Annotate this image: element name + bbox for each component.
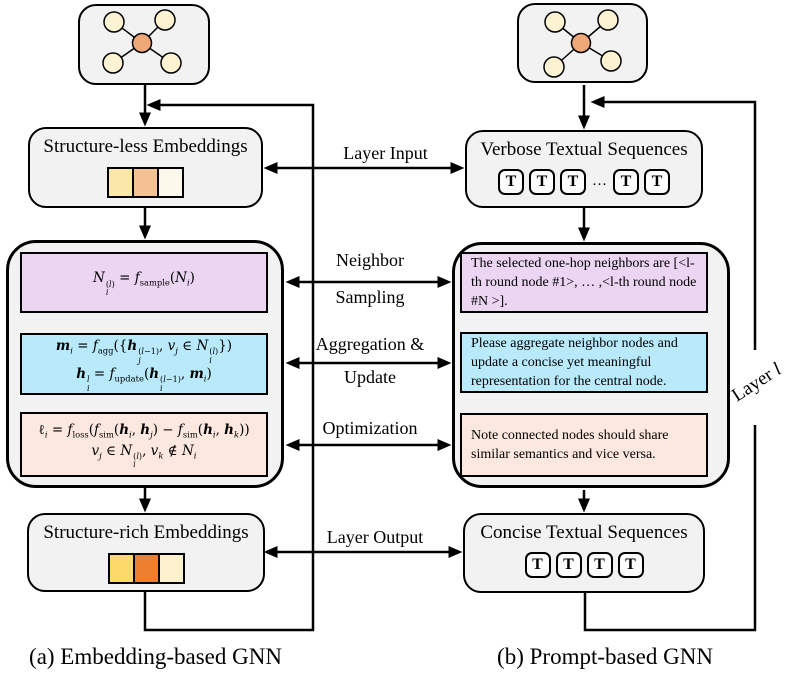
feedback-loop-right-top	[590, 96, 757, 350]
graph-node-outer	[600, 50, 622, 72]
embedding-cell	[107, 166, 134, 198]
sampling-prompt-box: The selected one-hop neighbors are [<l-t…	[460, 252, 708, 313]
structure-less-embeddings-box: Structure-less Embeddings	[28, 127, 263, 208]
layer-input-label: Layer Input	[343, 143, 428, 163]
graph-node-outer	[543, 56, 565, 78]
embedding-vector	[29, 552, 263, 584]
structure-rich-embeddings-box: Structure-rich Embeddings	[27, 513, 265, 592]
graph-node-center	[131, 32, 153, 54]
token-chip: T	[617, 551, 644, 578]
token-ellipsis: …	[592, 173, 607, 190]
concise-textual-sequences-box: Concise Textual Sequences T T T T	[463, 513, 705, 593]
graph-node-outer	[102, 52, 124, 74]
graph-icon-box-right	[517, 3, 648, 83]
token-chip: T	[560, 168, 586, 195]
embedding-cell	[157, 166, 184, 198]
embedding-cell	[132, 166, 159, 198]
concise-title: Concise Textual Sequences	[480, 522, 688, 543]
optimization-prompt-box: Note connected nodes should share simila…	[460, 413, 708, 477]
token-chip: T	[644, 168, 670, 195]
verbose-title: Verbose Textual Sequences	[480, 139, 688, 160]
graph-icon	[102, 9, 182, 74]
verbose-textual-sequences-box: Verbose Textual Sequences T T T … T T	[465, 130, 703, 208]
neighbor-sampling-label-line2: Sampling	[335, 287, 405, 307]
optimization-label: Optimization	[322, 418, 418, 438]
graph-node-outer	[103, 11, 125, 33]
caption-prompt-based-gnn: (b) Prompt-based GNN	[497, 644, 713, 669]
token-sequence: T T T … T T	[467, 168, 701, 195]
token-chip: T	[555, 551, 582, 578]
graph-node-outer	[544, 11, 566, 33]
prompt-aggregation-text: Please aggregate neighbor nodes and upda…	[471, 335, 678, 390]
embedding-cell	[157, 552, 185, 584]
aggregation-update-label-line1: Aggregation &	[315, 334, 425, 354]
feedback-loop-right-bottom	[583, 425, 757, 632]
graph-icon	[543, 9, 622, 78]
graph-node-outer	[154, 9, 176, 31]
token-chip: T	[586, 551, 613, 578]
graph-node-outer	[597, 9, 619, 31]
layer-output-label: Layer Output	[326, 527, 424, 547]
structure-rich-title: Structure-rich Embeddings	[43, 522, 249, 543]
prompt-sampling-text: The selected one-hop neighbors are [<l-t…	[471, 255, 697, 310]
graph-icon-box-left	[78, 4, 210, 85]
formula-aggregation-1: mi = fagg({h(l−1)j, vj ∈ N(l)i})	[55, 337, 233, 365]
graph-node-center	[570, 32, 592, 54]
token-chip: T	[524, 551, 551, 578]
aggregation-prompt-box: Please aggregate neighbor nodes and upda…	[460, 332, 708, 393]
embedding-cell	[107, 552, 135, 584]
embedding-cell	[132, 552, 160, 584]
formula-optimization-2: vj ∈ N(l)i, vk ∉ Ni	[91, 442, 197, 470]
token-chip: T	[613, 168, 639, 195]
embedding-vector	[30, 166, 261, 198]
structure-less-title: Structure-less Embeddings	[43, 136, 248, 157]
aggregation-update-label-line2: Update	[344, 367, 396, 387]
graph-node-outer	[160, 52, 182, 74]
formula-sampling: N(l)i = fsample(Ni)	[93, 270, 195, 298]
neighbor-sampling-label-line1: Neighbor	[336, 250, 404, 270]
token-sequence: T T T T	[465, 551, 703, 578]
optimization-formula-box: ℓi = floss(fsim(hi, hj) − fsim(hi, hk)) …	[20, 412, 268, 477]
caption-embedding-based-gnn: (a) Embedding-based GNN	[29, 644, 282, 669]
formula-optimization-1: ℓi = floss(fsim(hi, hj) − fsim(hi, hk))	[38, 422, 250, 441]
sampling-formula-box: N(l)i = fsample(Ni)	[20, 252, 268, 313]
feedback-loop-left	[143, 99, 315, 632]
prompt-optimization-text: Note connected nodes should share simila…	[471, 427, 669, 462]
token-chip: T	[498, 168, 524, 195]
token-chip: T	[529, 168, 555, 195]
